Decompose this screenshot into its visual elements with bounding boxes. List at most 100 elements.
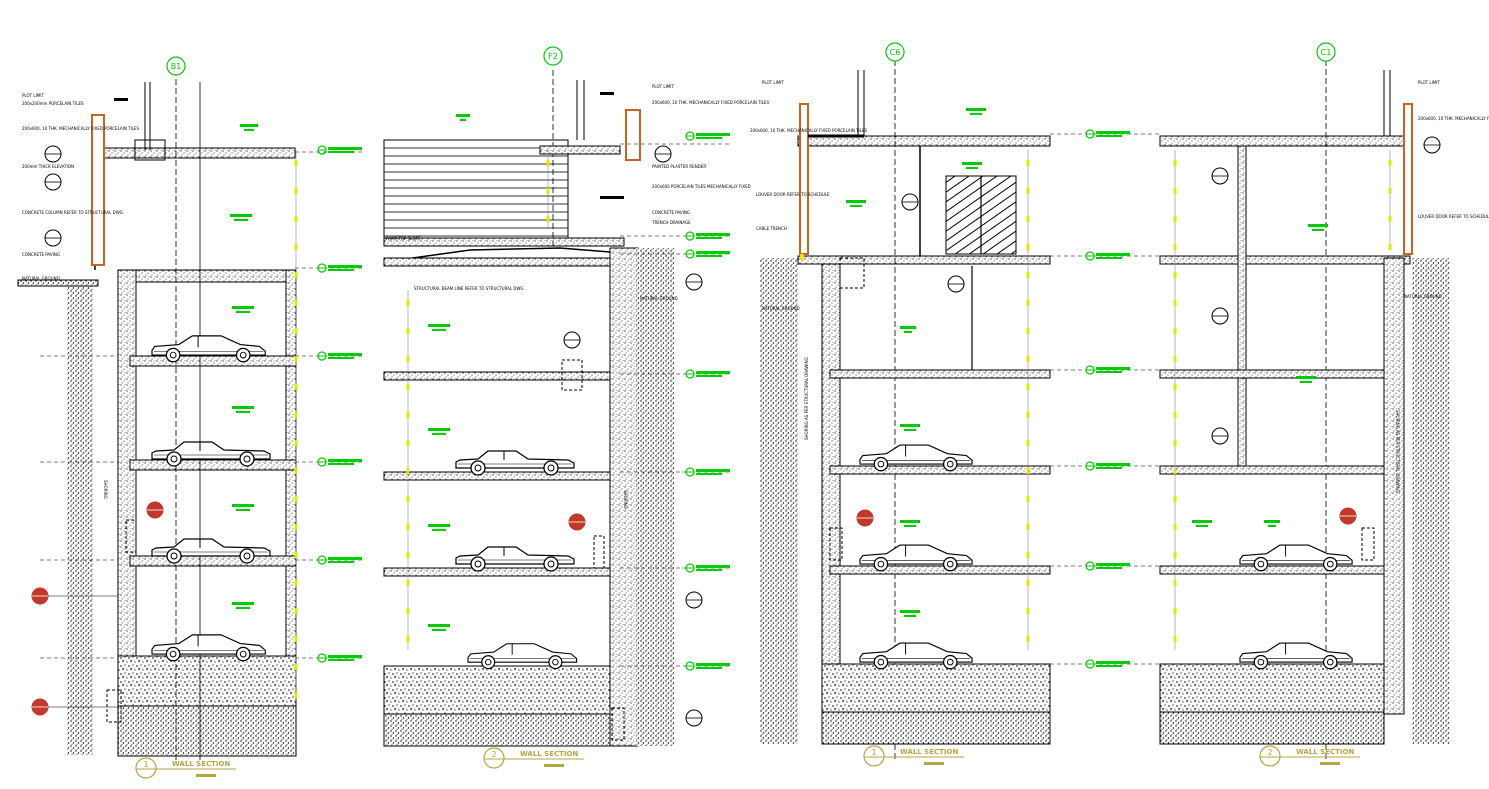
room-sublabel — [1268, 525, 1276, 527]
dimension-text — [294, 160, 298, 166]
level-marker — [317, 351, 362, 361]
room-label — [1308, 224, 1328, 227]
dimension-text — [294, 412, 298, 418]
title-scale — [544, 764, 564, 767]
floor-slab — [383, 371, 611, 381]
room-sublabel — [850, 205, 862, 207]
car-body — [467, 643, 578, 663]
car — [1239, 642, 1353, 670]
dimension-text — [1173, 580, 1177, 586]
level-marker — [1085, 251, 1130, 261]
grid-circle — [1316, 42, 1336, 62]
car-wheel — [548, 655, 563, 670]
dimension-text — [406, 300, 410, 306]
note-shoring: SHORING — [103, 480, 108, 499]
level-marker-sublabel — [328, 463, 354, 465]
section-bubble — [685, 591, 703, 609]
note-ground: NATURAL GROUND — [1404, 294, 1442, 299]
room-sublabel — [904, 429, 916, 431]
car — [859, 544, 973, 572]
floor-slab — [129, 555, 297, 567]
room-label — [428, 428, 450, 431]
dimension-text — [1173, 160, 1177, 166]
section-bubble — [1211, 167, 1229, 185]
dimension-text — [294, 636, 298, 642]
section-bubble — [1211, 307, 1229, 325]
note-plot-limit: PLOT LIMIT — [22, 93, 44, 98]
title-number: 1 — [871, 748, 876, 757]
retaining-wall — [821, 257, 841, 715]
room-label — [232, 406, 254, 409]
level-marker-label — [696, 371, 730, 374]
note-paving: CONCRETE PAVING — [652, 210, 690, 215]
dimension-text — [1173, 384, 1177, 390]
core-wall — [1237, 145, 1247, 467]
car — [455, 546, 575, 572]
tag-block — [600, 92, 614, 95]
soil-fill — [760, 258, 798, 744]
roof-slab — [94, 147, 296, 159]
roof-slab — [1159, 135, 1411, 147]
cladding-wall — [625, 109, 641, 161]
level-marker-label — [696, 233, 730, 236]
dimension-text — [1026, 160, 1030, 166]
section-bubble — [856, 509, 874, 527]
title-text: WALL SECTION — [520, 750, 578, 758]
room-label — [900, 520, 920, 523]
note-tiles: 200x600, 10 THK. MECHANICALLY FIXED PORC… — [652, 100, 769, 105]
floor-slab — [829, 369, 1051, 379]
room-label — [230, 214, 252, 217]
dimension-text — [1026, 384, 1030, 390]
section-bubble — [44, 145, 62, 163]
dimension-text — [1026, 636, 1030, 642]
title-number: 1 — [143, 760, 148, 769]
level-marker-sublabel — [1096, 567, 1122, 569]
dimension-text — [1173, 328, 1177, 334]
room-sublabel — [432, 433, 446, 435]
section-bubble — [563, 331, 581, 349]
sub-base — [383, 713, 611, 747]
car — [859, 642, 973, 670]
level-marker-sublabel — [696, 667, 722, 669]
section-bubble — [568, 513, 586, 531]
section-bubble — [654, 145, 672, 163]
dimension-text — [1388, 188, 1392, 194]
car-hub — [547, 560, 555, 568]
note-ground: NATURAL GROUND — [762, 306, 800, 311]
dimension-text — [1173, 244, 1177, 250]
dimension-text — [1173, 552, 1177, 558]
dimension-text — [1173, 524, 1177, 530]
level-marker-label — [696, 469, 730, 472]
room-label — [900, 610, 920, 613]
level-marker-label — [696, 133, 730, 136]
floor-slab — [1159, 465, 1385, 475]
dimension-text — [406, 468, 410, 474]
car-hub — [877, 460, 885, 468]
detail-callout — [1361, 527, 1375, 561]
cladding-wall — [799, 103, 809, 255]
dimension-text — [546, 188, 550, 194]
car-wheel — [165, 646, 181, 662]
foundation-gravel — [117, 655, 297, 709]
car-wheel — [481, 655, 496, 670]
grid-label: B1 — [171, 62, 182, 71]
car-wheel — [470, 460, 486, 476]
level-marker — [1085, 129, 1130, 139]
level-marker-sublabel — [328, 659, 354, 661]
car-wheel — [543, 460, 559, 476]
dimension-text — [1026, 300, 1030, 306]
car-hub — [552, 658, 559, 666]
car — [151, 538, 271, 564]
car-hub — [1326, 658, 1334, 666]
level-marker-label — [696, 565, 730, 568]
dimension-text — [1173, 272, 1177, 278]
car-wheel — [1253, 654, 1269, 670]
level-marker-sublabel — [328, 151, 354, 153]
dimension-text — [294, 188, 298, 194]
car-hub — [243, 455, 251, 463]
room-sublabel — [236, 411, 250, 413]
ground-slab — [135, 269, 297, 283]
room-sublabel — [432, 329, 446, 331]
